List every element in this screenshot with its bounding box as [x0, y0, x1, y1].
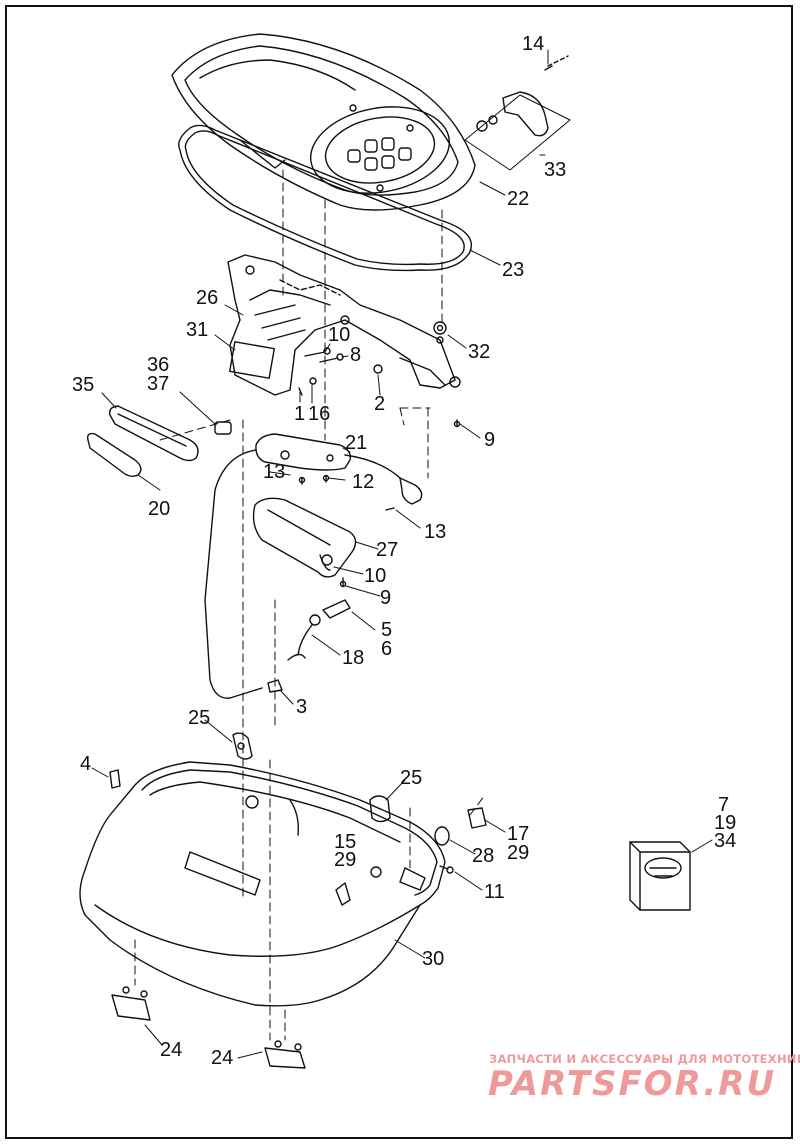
callout-37: 37	[147, 373, 170, 395]
callout-18: 18	[342, 647, 365, 669]
leader-lines	[91, 49, 713, 1059]
connector-part	[267, 599, 351, 693]
watermark-brand: PARTSFOR.RU	[488, 1064, 777, 1104]
callout-6: 6	[381, 638, 393, 660]
callout-35: 35	[72, 374, 95, 396]
callout-29-right: 29	[507, 842, 530, 864]
callout-16: 16	[308, 403, 331, 425]
callout-19: 19	[714, 812, 737, 834]
light-lens-part	[252, 497, 357, 578]
callout-33: 33	[544, 159, 567, 181]
callout-9-lower: 9	[380, 587, 392, 609]
callout-25-right: 25	[400, 767, 423, 789]
callout-13-right: 13	[424, 521, 447, 543]
diagram-frame	[5, 5, 793, 1139]
callout-10-upper: 10	[328, 324, 351, 346]
lid-latch-tray-part	[227, 254, 461, 396]
callout-27: 27	[376, 539, 399, 561]
callout-9-upper: 9	[484, 429, 496, 451]
callout-31: 31	[186, 319, 209, 341]
callout-8: 8	[350, 344, 362, 366]
light-housing-part	[204, 433, 423, 699]
callout-3: 3	[296, 696, 308, 718]
callout-26: 26	[196, 287, 219, 309]
callout-13-left: 13	[263, 461, 286, 483]
callout-32: 32	[468, 341, 491, 363]
hinge-part	[464, 55, 571, 171]
callout-23: 23	[502, 259, 525, 281]
callout-34: 34	[714, 830, 737, 852]
callout-12: 12	[352, 471, 375, 493]
gasket-part	[178, 124, 472, 272]
callout-30: 30	[422, 948, 445, 970]
callout-10-lower: 10	[364, 565, 387, 587]
saddlebag-body-part	[79, 761, 446, 1007]
callout-2: 2	[374, 393, 386, 415]
kit-package-part	[629, 841, 691, 911]
callout-5: 5	[381, 619, 393, 641]
hardware-parts	[298, 321, 461, 588]
callout-36: 36	[147, 354, 170, 376]
callout-24-left: 24	[160, 1039, 183, 1061]
callout-11: 11	[484, 881, 505, 903]
watermark-tagline: ЗАПЧАСТИ И АКСЕССУАРЫ ДЛЯ МОТОТЕХНИКИ	[489, 1052, 800, 1066]
lid-part	[171, 33, 476, 211]
callout-25-left: 25	[188, 707, 211, 729]
callout-24-right: 24	[211, 1047, 234, 1069]
mounting-foot-parts	[111, 986, 306, 1069]
callout-15: 15	[334, 831, 357, 853]
callout-20: 20	[148, 498, 171, 520]
callout-17: 17	[507, 823, 530, 845]
callout-7: 7	[718, 794, 730, 816]
bracket-part	[109, 732, 253, 789]
trim-strip-parts	[86, 405, 232, 477]
callout-29-left: 29	[334, 849, 357, 871]
callout-14: 14	[522, 33, 545, 55]
callout-28: 28	[472, 845, 495, 867]
callout-1: 1	[294, 403, 306, 425]
callout-4: 4	[80, 753, 92, 775]
assembly-lines	[134, 169, 486, 1041]
callout-22: 22	[507, 188, 530, 210]
callout-21: 21	[345, 432, 368, 454]
right-hardware-parts	[369, 795, 487, 874]
